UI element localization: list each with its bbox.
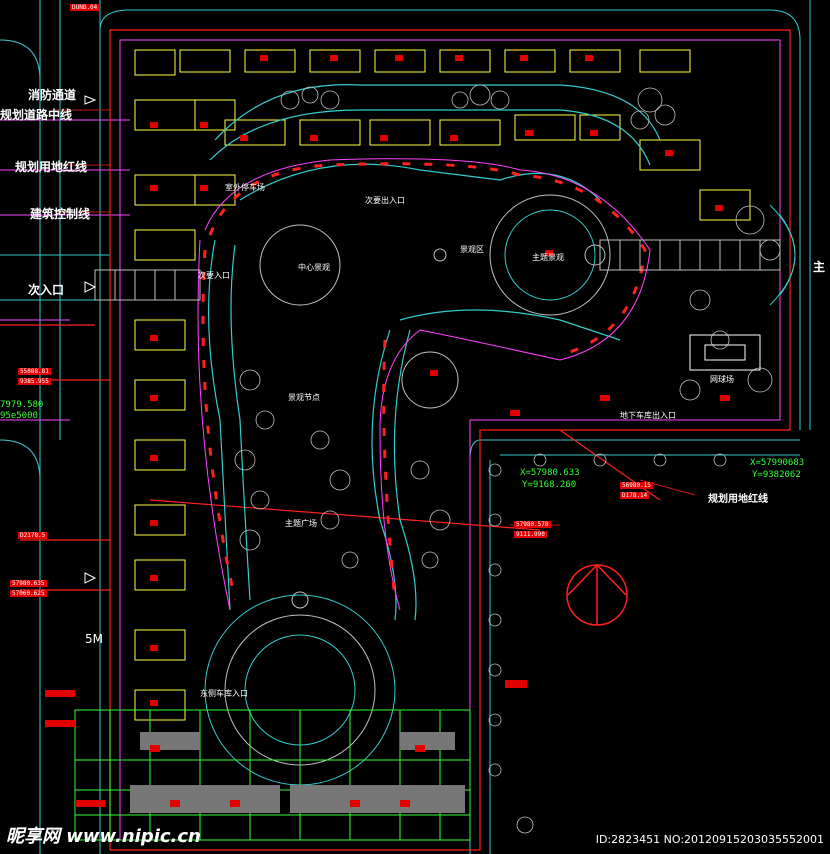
red-markers (45, 55, 730, 807)
small-label-1: 室外停车场 (225, 183, 265, 192)
coord-mid-x: X=57980.633 (520, 468, 580, 478)
label-red-line-right: 规划用地红线 (708, 494, 768, 505)
coord-right-y: Y=9382062 (752, 470, 801, 480)
main-entry-plaza (599, 204, 796, 306)
coord-right-x: X=57990683 (750, 458, 805, 468)
small-label-2: 次要出入口 (365, 196, 405, 205)
tag-3: D2178.5 (18, 532, 48, 539)
north-arrow (566, 563, 628, 626)
inner-ring-road (197, 158, 651, 611)
buildings-top (179, 49, 751, 221)
small-label-8: 主题广场 (285, 519, 317, 528)
bottom-blocks (130, 732, 465, 813)
leader-lines (55, 109, 696, 526)
label-red-line-left: 规划用地红线 (15, 160, 88, 174)
watermark-id: ID:2823451 NO:20120915203035552001 (595, 833, 824, 846)
tag-1: DUNB.04 (70, 4, 100, 11)
label-setback: 建筑控制线 (30, 207, 91, 221)
small-label-3: 中心景观 (298, 263, 330, 272)
landscape-circles (204, 194, 611, 786)
secondary-entry-plaza (94, 269, 201, 301)
buildings-left (134, 49, 236, 721)
label-5m: 5M (85, 632, 103, 646)
small-label-10: 东侧车库入口 (200, 689, 248, 698)
tag-8: 57060.625 (10, 590, 47, 597)
landscape-paths (207, 84, 661, 621)
small-label-4: 主题景观 (532, 253, 564, 262)
label-arrows (84, 95, 97, 584)
small-label-9: 地下车库出入口 (620, 411, 676, 420)
coord-left-y: 95e5000 (0, 411, 38, 421)
tag-2: 55088.81 (18, 368, 51, 375)
watermark-brand: 昵享网 www.nipic.cn (6, 826, 201, 847)
tag-6: 57980.578 (514, 521, 551, 528)
coord-mid-y: Y=9168.260 (522, 480, 577, 490)
coord-left-x: 7979.580 (0, 400, 44, 410)
tag-10: D178.14 (620, 492, 650, 499)
label-road-centerline: 规划道路中线 (0, 108, 73, 122)
outer-roads (0, 0, 811, 854)
tag-7: 9111.990 (514, 531, 547, 538)
label-main-entry: 主 (813, 260, 826, 274)
tag-9: 9385.955 (18, 378, 51, 385)
label-fire-lane: 消防通道 (28, 88, 77, 102)
red-dashed-ring (201, 162, 647, 601)
small-label-5: 次要入口 (198, 271, 230, 280)
tag-4: 57980.635 (10, 580, 47, 587)
tag-5: 56980.15 (620, 482, 653, 489)
bottom-buildings (74, 709, 471, 841)
small-label-6: 景观区 (460, 245, 484, 254)
trees (234, 84, 781, 834)
tennis-court (689, 334, 761, 371)
label-secondary-entry: 次入口 (28, 283, 65, 297)
small-label-7: 景观节点 (288, 393, 320, 402)
small-label-11: 网球场 (710, 375, 734, 384)
